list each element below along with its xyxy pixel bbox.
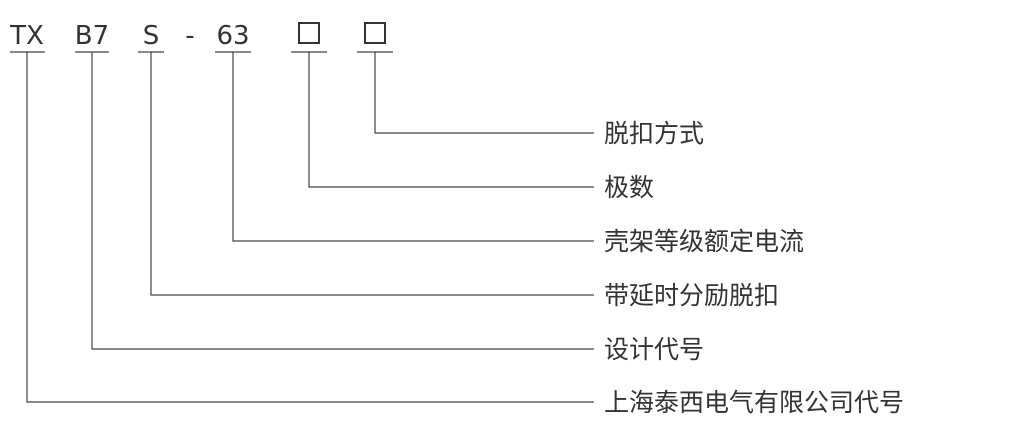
connector-design-code (91, 52, 594, 350)
description-frame-current: 壳架等级额定电流 (604, 227, 804, 256)
empty-box-icon (298, 22, 320, 44)
connector-poles (308, 52, 594, 188)
description-poles: 极数 (604, 173, 654, 202)
code-segment-poles-box: □ (297, 21, 322, 51)
connector-company-code (26, 52, 594, 403)
connector-shunt-release (150, 52, 594, 296)
description-trip-method: 脱扣方式 (604, 119, 704, 148)
description-company-code: 上海泰西电气有限公司代号 (604, 388, 904, 417)
model-code-row: TX B7 S - 63 □ □ (9, 21, 393, 53)
empty-box-icon (364, 22, 386, 44)
code-segment-b7: B7 (75, 21, 109, 51)
connector-trip-method (374, 52, 594, 134)
description-design-code: 设计代号 (604, 335, 704, 364)
connector-lines (26, 52, 594, 403)
description-labels: 脱扣方式 极数 壳架等级额定电流 带延时分励脱扣 设计代号 上海泰西电气有限公司… (604, 119, 904, 417)
connector-frame-current (232, 52, 594, 242)
code-segment-63: 63 (216, 21, 249, 51)
description-shunt-release: 带延时分励脱扣 (604, 281, 779, 310)
code-segment-poles-text: □ (297, 21, 322, 51)
code-segment-dash: - (185, 21, 194, 51)
code-segment-trip-box: □ (363, 21, 388, 51)
code-segment-trip-text: □ (363, 21, 388, 51)
code-segment-tx: TX (9, 21, 44, 51)
code-segment-s: S (143, 21, 160, 51)
